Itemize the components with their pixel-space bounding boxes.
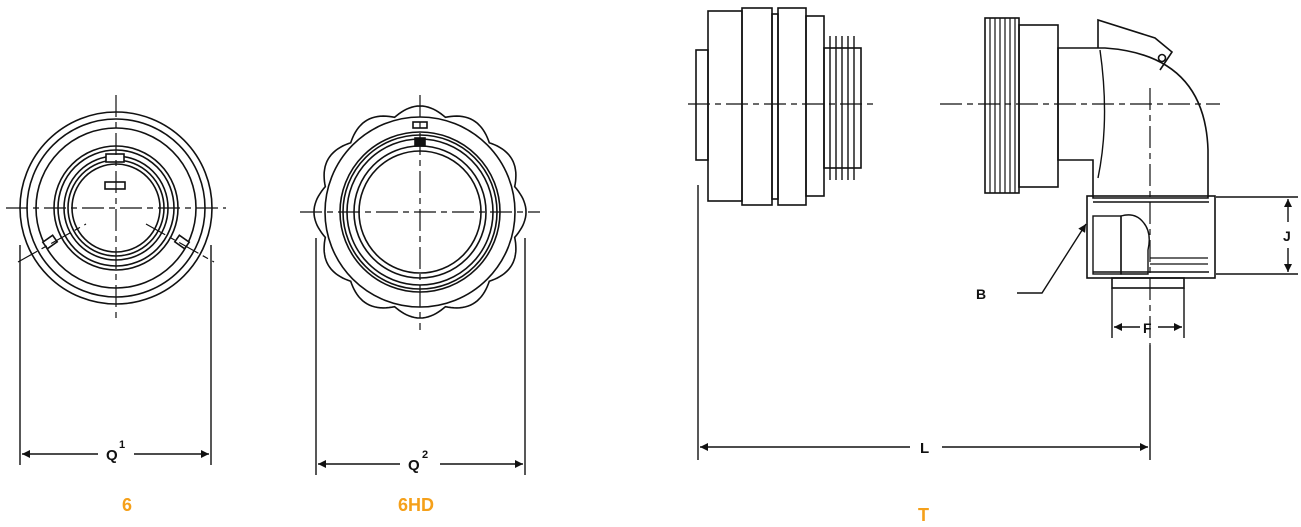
callout-b-label: B	[976, 286, 986, 302]
dimension-q2-superscript: 2	[422, 449, 428, 461]
dimension-j-label: J	[1283, 228, 1291, 244]
view-6hd: Q 2	[300, 95, 540, 475]
dimension-q1-superscript: 1	[119, 439, 125, 451]
caption-view-t: T	[918, 505, 929, 525]
dimension-l: L	[697, 185, 1148, 460]
dimension-f: F	[1114, 320, 1182, 336]
callout-b: B	[976, 223, 1087, 302]
view-6hd-extension-lines	[315, 238, 526, 475]
dimension-q1: Q 1	[22, 439, 209, 464]
caption-view-6hd: 6HD	[398, 495, 434, 515]
caption-view-6: 6	[122, 495, 132, 515]
view-t-threads	[829, 36, 855, 180]
view-6hd-centerlines	[300, 95, 540, 330]
dimension-q1-letter: Q	[106, 447, 118, 464]
view-6-centerlines	[6, 95, 226, 320]
view-t-straight-plug	[688, 7, 876, 206]
dimension-f-label: F	[1143, 320, 1152, 336]
view-t-nut-knurl	[989, 18, 1016, 193]
view-t-right-angle	[940, 17, 1298, 460]
dimension-l-label: L	[920, 440, 929, 457]
view-t-right-extension-lines	[1111, 196, 1298, 338]
dimension-j: J	[1283, 199, 1292, 272]
dimension-q2-letter: Q	[408, 457, 420, 474]
view-t-thread-lines	[1150, 257, 1208, 265]
view-6: Q 1	[6, 95, 226, 465]
dimension-q2: Q 2	[318, 449, 523, 474]
view-6-extension-lines	[19, 245, 212, 465]
